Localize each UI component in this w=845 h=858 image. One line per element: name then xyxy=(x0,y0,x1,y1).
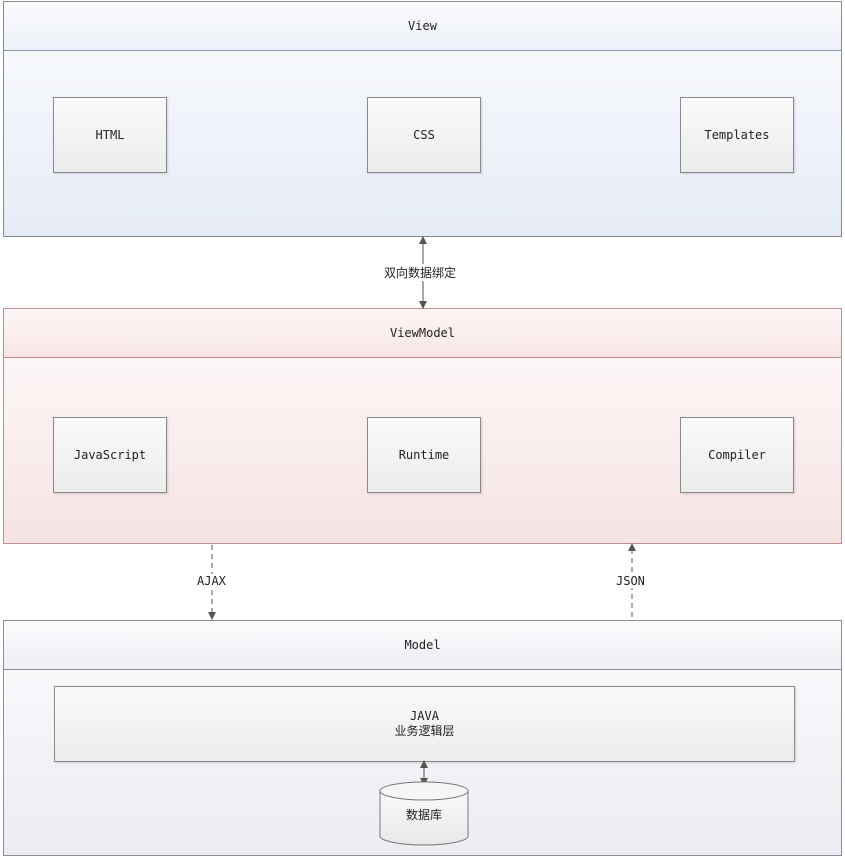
business-logic-box: JAVA 业务逻辑层 xyxy=(54,686,795,762)
html-box: HTML xyxy=(53,97,167,173)
ajax-label: AJAX xyxy=(195,574,228,588)
view-layer: View HTML CSS Templates xyxy=(3,1,842,237)
binding-label: 双向数据绑定 xyxy=(382,264,459,281)
business-logic-line2: 业务逻辑层 xyxy=(394,724,455,738)
runtime-box: Runtime xyxy=(367,417,481,493)
compiler-box: Compiler xyxy=(680,417,794,493)
business-logic-line1: JAVA xyxy=(410,709,439,723)
model-layer-title: Model xyxy=(4,621,841,670)
database-label: 数据库 xyxy=(405,808,442,822)
viewmodel-layer-title: ViewModel xyxy=(4,309,841,358)
templates-box: Templates xyxy=(680,97,794,173)
css-box: CSS xyxy=(367,97,481,173)
view-layer-title: View xyxy=(4,2,841,51)
javascript-box: JavaScript xyxy=(53,417,167,493)
database-icon xyxy=(379,781,469,846)
viewmodel-layer: ViewModel JavaScript Runtime Compiler xyxy=(3,308,842,544)
json-label: JSON xyxy=(614,574,647,588)
